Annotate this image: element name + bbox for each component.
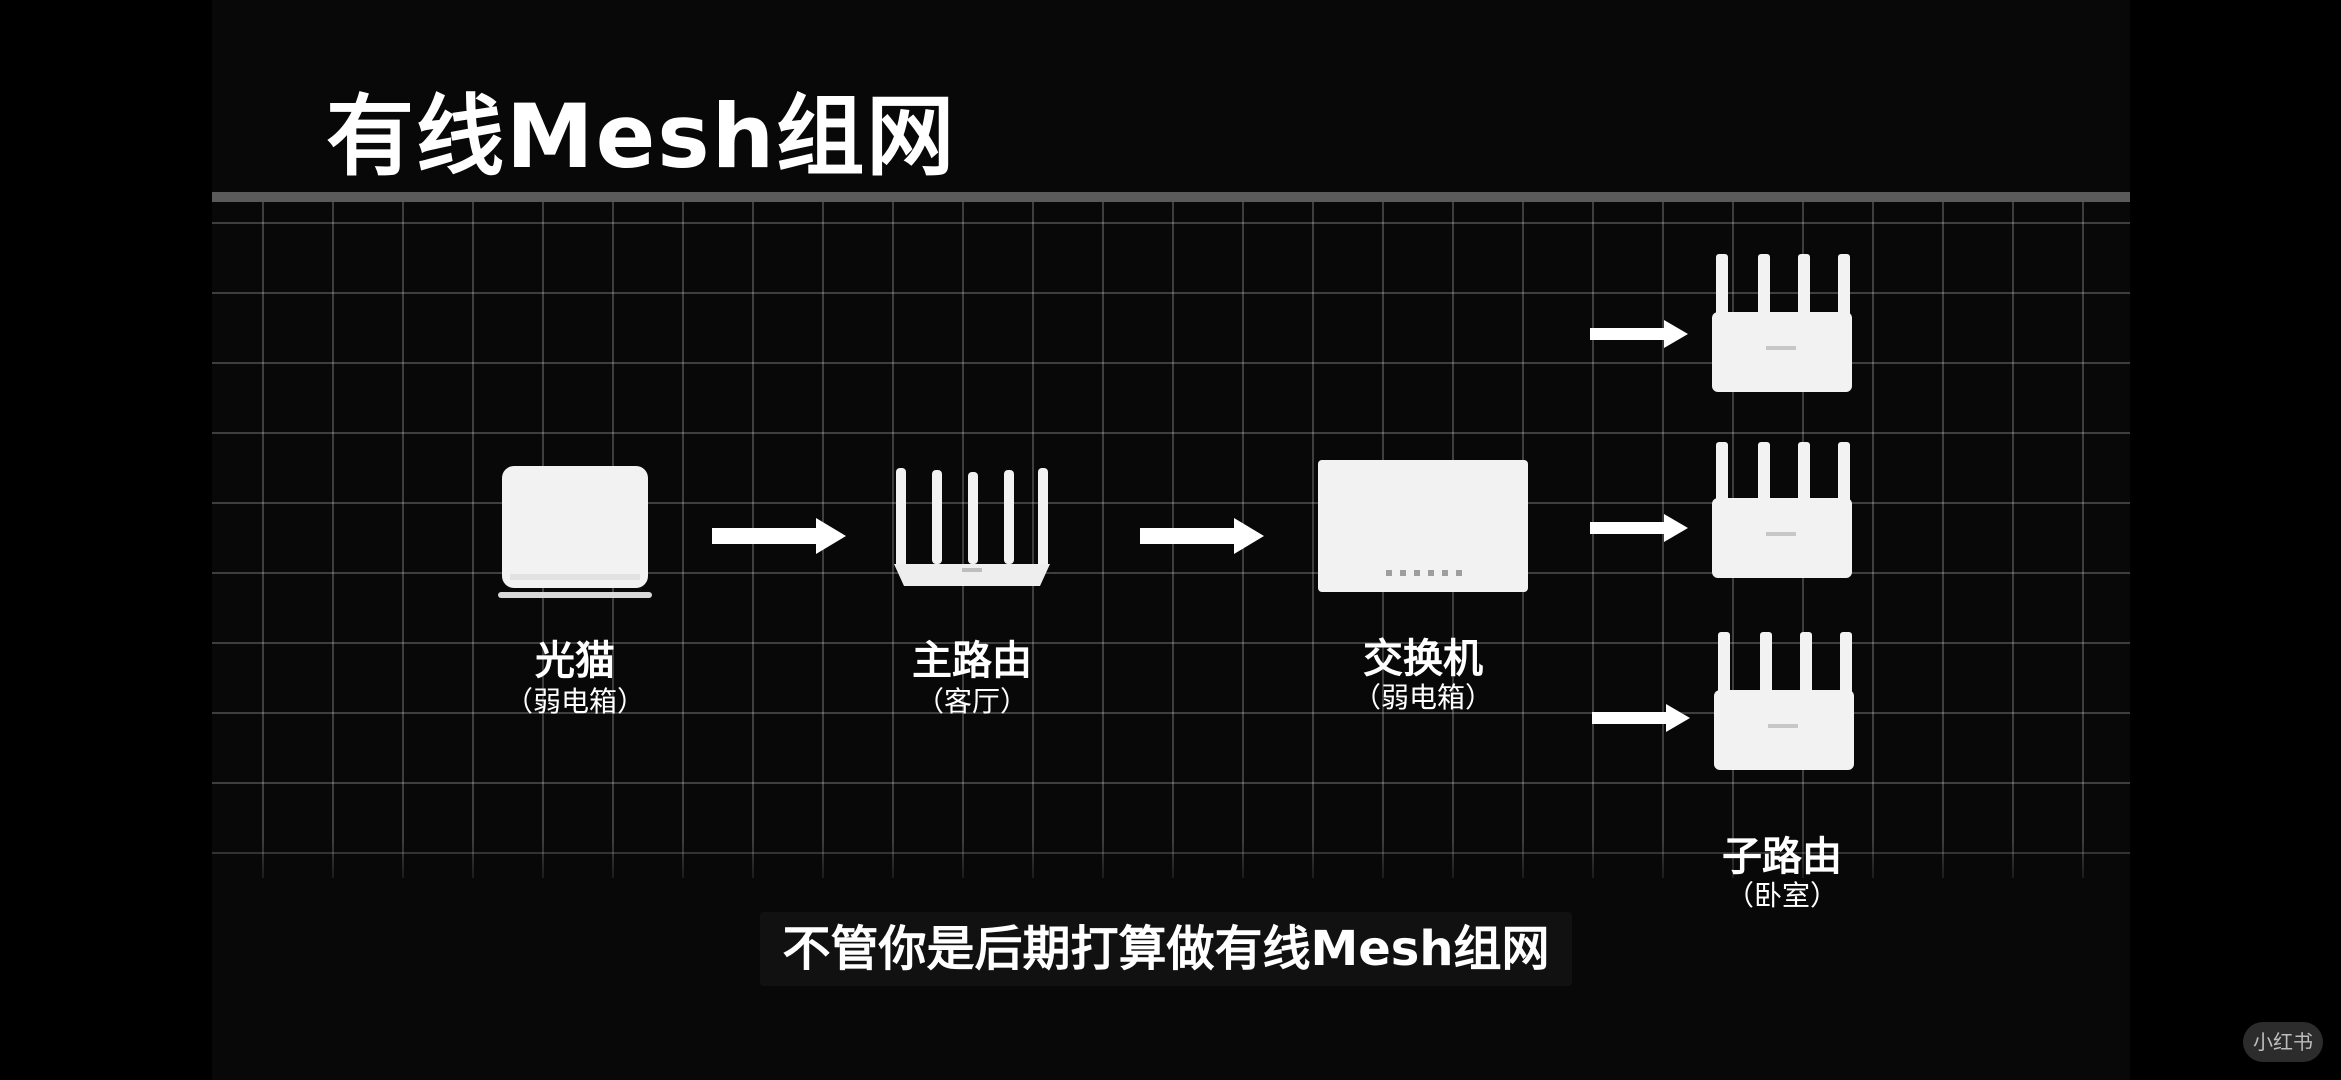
sub-router-label: 子路由 [1722, 834, 1842, 880]
switch-label: 交换机 [1363, 636, 1483, 682]
subtitle-caption-box: 不管你是后期打算做有线Mesh组网 [760, 912, 1572, 986]
arrow-switch-to-sub-router-1 [1590, 320, 1688, 348]
arrow-router-to-switch [1140, 518, 1264, 554]
modem-label: 光猫 [535, 638, 615, 684]
title-divider [212, 192, 2130, 202]
sub-router-1-device-icon [1712, 254, 1852, 392]
modem-location-label: （弱电箱） [504, 685, 645, 718]
switch-device-icon [1318, 460, 1528, 592]
arrow-switch-to-sub-router-3 [1592, 704, 1690, 732]
sub-router-2-device-icon [1712, 442, 1852, 578]
modem-device-icon [498, 466, 652, 598]
switch-location-label: （弱电箱） [1352, 681, 1493, 714]
main-router-location-label: （客厅） [915, 685, 1028, 718]
main-router-label: 主路由 [912, 638, 1032, 684]
sub-router-location-label: （卧室） [1725, 879, 1838, 912]
slide-title: 有线Mesh组网 [326, 85, 957, 188]
watermark-badge: 小红书 [2243, 1022, 2323, 1062]
subtitle-caption: 不管你是后期打算做有线Mesh组网 [782, 921, 1550, 977]
slide: 有线Mesh组网 光猫 （弱电箱） 主路由 （客厅） [212, 0, 2130, 1080]
sub-router-3-device-icon [1714, 632, 1854, 770]
arrow-modem-to-router [712, 518, 846, 554]
grid-fade [212, 840, 2130, 900]
main-router-device-icon [894, 468, 1050, 586]
arrow-switch-to-sub-router-2 [1590, 514, 1688, 542]
